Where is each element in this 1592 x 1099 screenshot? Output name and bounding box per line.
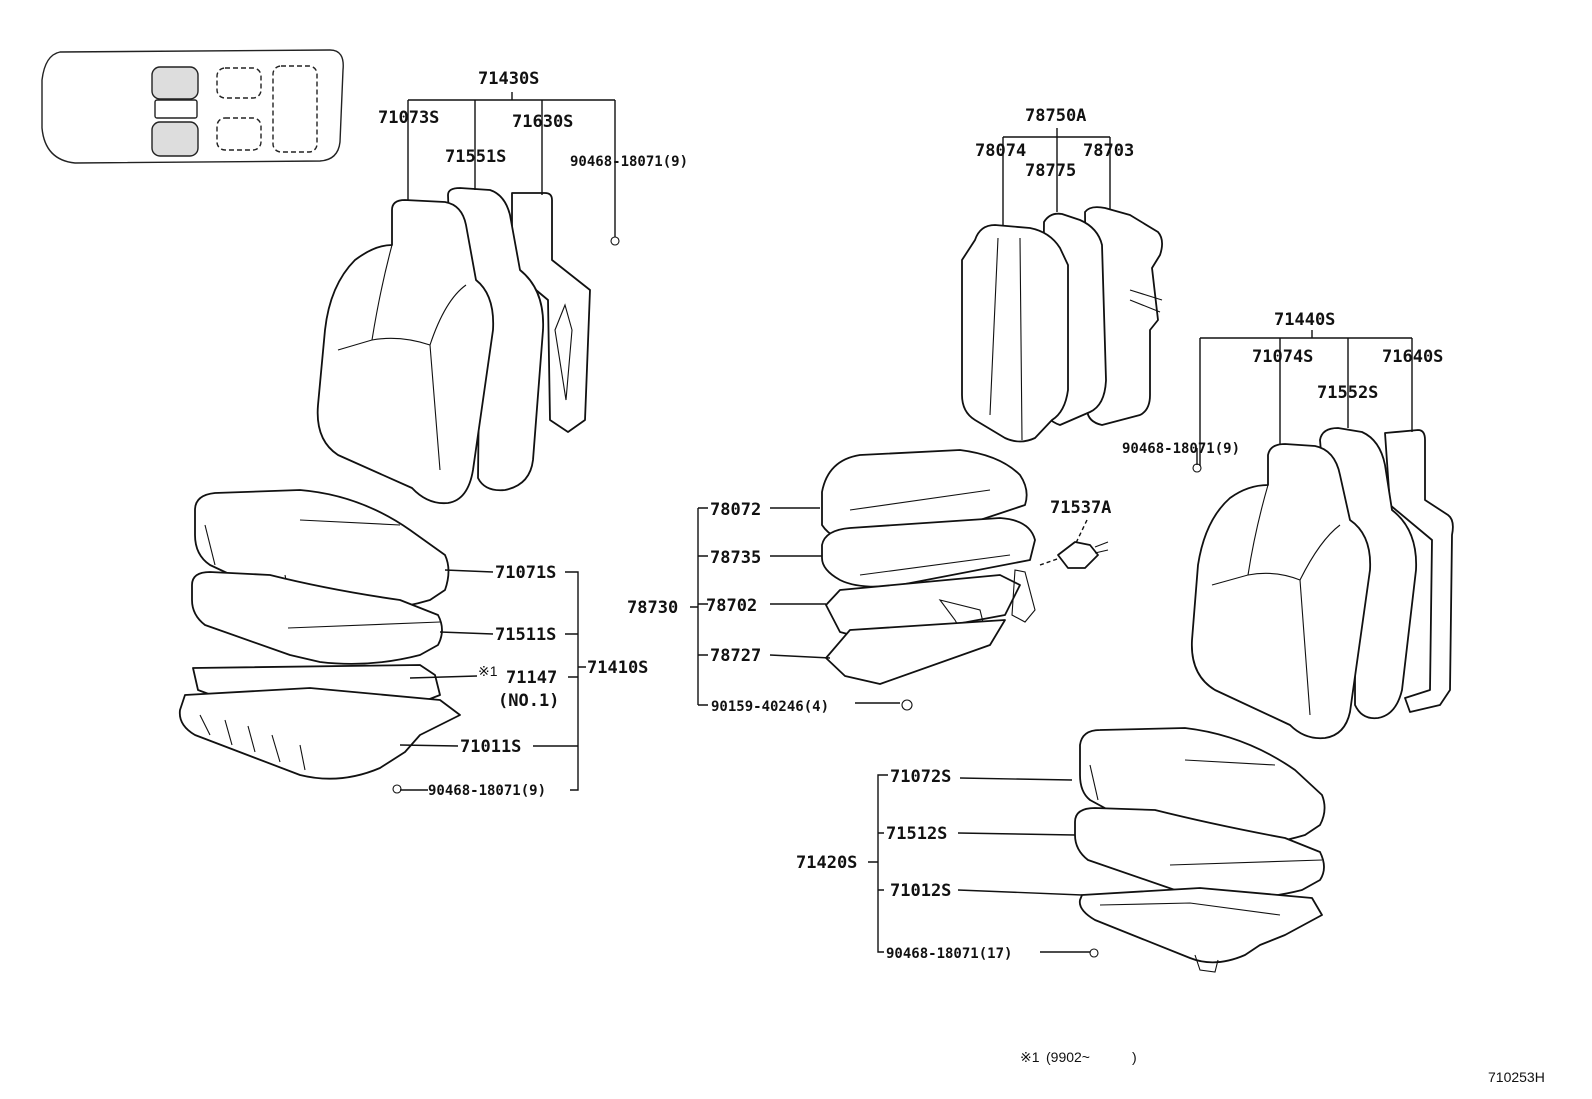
- label-78730: 78730: [627, 598, 678, 618]
- label-71552s: 71552S: [1317, 383, 1378, 403]
- front-seat-back-left: [316, 187, 591, 505]
- clip-icon: [392, 784, 402, 794]
- label-71512s: 71512S: [886, 824, 947, 844]
- label-71537a: 71537A: [1050, 498, 1111, 518]
- label-71420s: 71420S: [796, 853, 857, 873]
- label-71551s: 71551S: [445, 147, 506, 167]
- front-seat-cushion-left: [178, 489, 461, 780]
- clip-icon: [1089, 948, 1099, 958]
- label-71074s: 71074S: [1252, 347, 1313, 367]
- label-71410s: 71410S: [587, 658, 648, 678]
- clip-icon: [1192, 463, 1202, 473]
- label-71640s: 71640S: [1382, 347, 1443, 367]
- footnote-mark: ※1: [1020, 1049, 1040, 1065]
- label-71072s: 71072S: [890, 767, 951, 787]
- armrest-back-center: [961, 206, 1163, 443]
- label-90468-bottom: 90468-18071(17): [886, 946, 1012, 962]
- bolt-icon: [901, 699, 913, 711]
- label-78735: 78735: [710, 548, 761, 568]
- clip-icon: [610, 236, 620, 246]
- label-78072: 78072: [710, 500, 761, 520]
- label-71147: 71147: [506, 668, 557, 688]
- seat-location-inset: [41, 49, 344, 164]
- label-no1: (NO.1): [498, 691, 559, 711]
- label-78702: 78702: [706, 596, 757, 616]
- label-note-1: ※1: [478, 663, 498, 679]
- label-71630s: 71630S: [512, 112, 573, 132]
- label-90468-right: 90468-18071(9): [1122, 441, 1240, 457]
- label-90159: 90159-40246(4): [711, 699, 829, 715]
- diagram-code: 710253H: [1488, 1069, 1545, 1085]
- part-labels: 71430S 71073S 71630S 71551S 90468-18071(…: [378, 69, 1443, 962]
- footnote-close: ): [1132, 1049, 1137, 1065]
- label-78727: 78727: [710, 646, 761, 666]
- footnote-text: (9902~: [1046, 1049, 1090, 1065]
- label-78750a: 78750A: [1025, 106, 1086, 126]
- label-71440s: 71440S: [1274, 310, 1335, 330]
- label-71012s: 71012S: [890, 881, 951, 901]
- label-78703: 78703: [1083, 141, 1134, 161]
- label-71430s: 71430S: [478, 69, 539, 89]
- label-90468-left: 90468-18071(9): [428, 783, 546, 799]
- label-71511s: 71511S: [495, 625, 556, 645]
- label-71071s: 71071S: [495, 563, 556, 583]
- rear-seat-back-right: [1191, 427, 1454, 740]
- label-71011s: 71011S: [460, 737, 521, 757]
- armrest-center: [821, 449, 1036, 685]
- label-78775: 78775: [1025, 161, 1076, 181]
- callout-lines: [399, 92, 1413, 953]
- clip-71537a: [1057, 541, 1109, 569]
- footnote: ※1 (9902~ ): [1020, 1049, 1137, 1065]
- label-90468-top: 90468-18071(9): [570, 154, 688, 170]
- label-78074: 78074: [975, 141, 1026, 161]
- rear-seat-cushion-right: [1074, 727, 1326, 973]
- label-71073s: 71073S: [378, 108, 439, 128]
